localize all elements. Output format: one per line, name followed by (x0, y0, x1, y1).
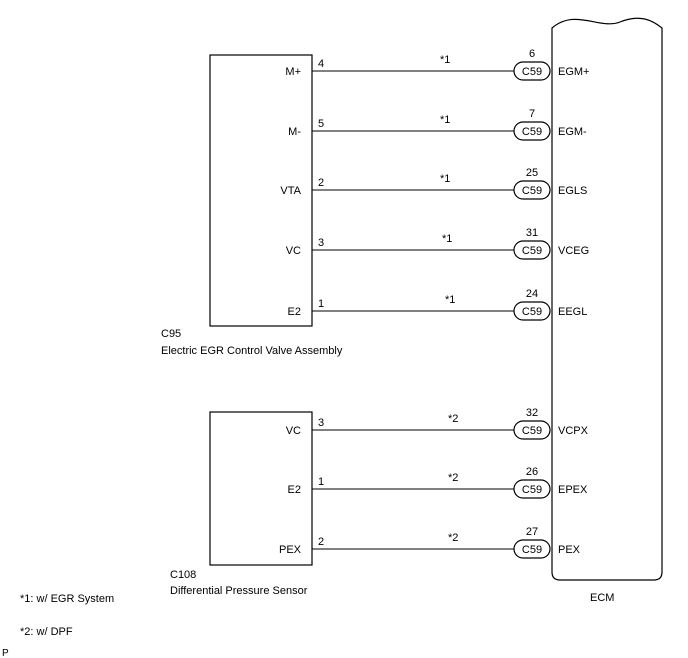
pin-label: M+ (285, 66, 301, 78)
ecm-terminal-label: EPEX (558, 484, 588, 496)
ecm-pin-number: 32 (526, 407, 538, 419)
pin-label: M- (288, 126, 301, 138)
connector-c59 (513, 121, 551, 141)
connector-label: C59 (522, 66, 542, 78)
pin-number: 3 (318, 417, 324, 429)
ecm-terminal-label: EEGL (558, 306, 587, 318)
ecm-pin-number: 31 (526, 227, 538, 239)
connector-c59 (513, 180, 551, 200)
c95-name: Electric EGR Control Valve Assembly (161, 345, 343, 357)
connector-label: C59 (522, 484, 542, 496)
connector-label: C59 (522, 306, 542, 318)
wire-note: *2 (448, 413, 458, 425)
corner-mark: P (2, 648, 9, 658)
connector-label: C59 (522, 425, 542, 437)
pin-label: VC (286, 245, 301, 257)
connector-c59 (513, 301, 551, 321)
footnote-1: *1: w/ EGR System (20, 593, 114, 605)
connector-c59 (513, 539, 551, 559)
ecm-box (551, 17, 663, 581)
connector-c59 (513, 420, 551, 440)
c108-code: C108 (170, 569, 196, 581)
ecm-terminal-label: VCPX (558, 425, 589, 437)
ecm-terminal-label: VCEG (558, 245, 589, 257)
wire-note: *1 (440, 173, 450, 185)
pin-number: 2 (318, 177, 324, 189)
ecm-pin-number: 25 (526, 167, 538, 179)
pin-label: VTA (280, 185, 301, 197)
ecm-label: ECM (590, 592, 614, 604)
ecm-terminal-label: EGM- (558, 126, 587, 138)
pin-label: VC (286, 425, 301, 437)
ecm-terminal-label: EGM+ (558, 66, 589, 78)
pin-number: 1 (318, 476, 324, 488)
pin-number: 2 (318, 536, 324, 548)
connector-label: C59 (522, 544, 542, 556)
connector-c59 (513, 479, 551, 499)
connector-c59 (513, 61, 551, 81)
wire-note: *1 (440, 114, 450, 126)
pin-number: 4 (318, 58, 324, 70)
ecm-pin-number: 27 (526, 526, 538, 538)
pin-number: 5 (318, 118, 324, 130)
ecm-pin-number: 24 (526, 288, 538, 300)
ecm-pin-number: 7 (529, 108, 535, 120)
connector-label: C59 (522, 245, 542, 257)
c108-box (209, 411, 313, 566)
ecm-terminal-label: EGLS (558, 185, 587, 197)
c108-name: Differential Pressure Sensor (170, 585, 308, 597)
pin-number: 1 (318, 298, 324, 310)
wire-note: *1 (442, 233, 452, 245)
ecm-terminal-label: PEX (558, 544, 581, 556)
footnote-2: *2: w/ DPF (20, 626, 73, 638)
connector-c59 (513, 240, 551, 260)
wire-note: *2 (448, 532, 458, 544)
connector-label: C59 (522, 185, 542, 197)
pin-label: E2 (288, 306, 301, 318)
c95-code: C95 (161, 328, 181, 340)
wire-note: *1 (440, 54, 450, 66)
ecm-pin-number: 26 (526, 466, 538, 478)
connector-label: C59 (522, 126, 542, 138)
pin-label: E2 (288, 484, 301, 496)
ecm-pin-number: 6 (529, 48, 535, 60)
wire-note: *2 (448, 472, 458, 484)
pin-number: 3 (318, 237, 324, 249)
wire-note: *1 (445, 294, 455, 306)
c95-box (209, 54, 313, 327)
pin-label: PEX (279, 544, 302, 556)
